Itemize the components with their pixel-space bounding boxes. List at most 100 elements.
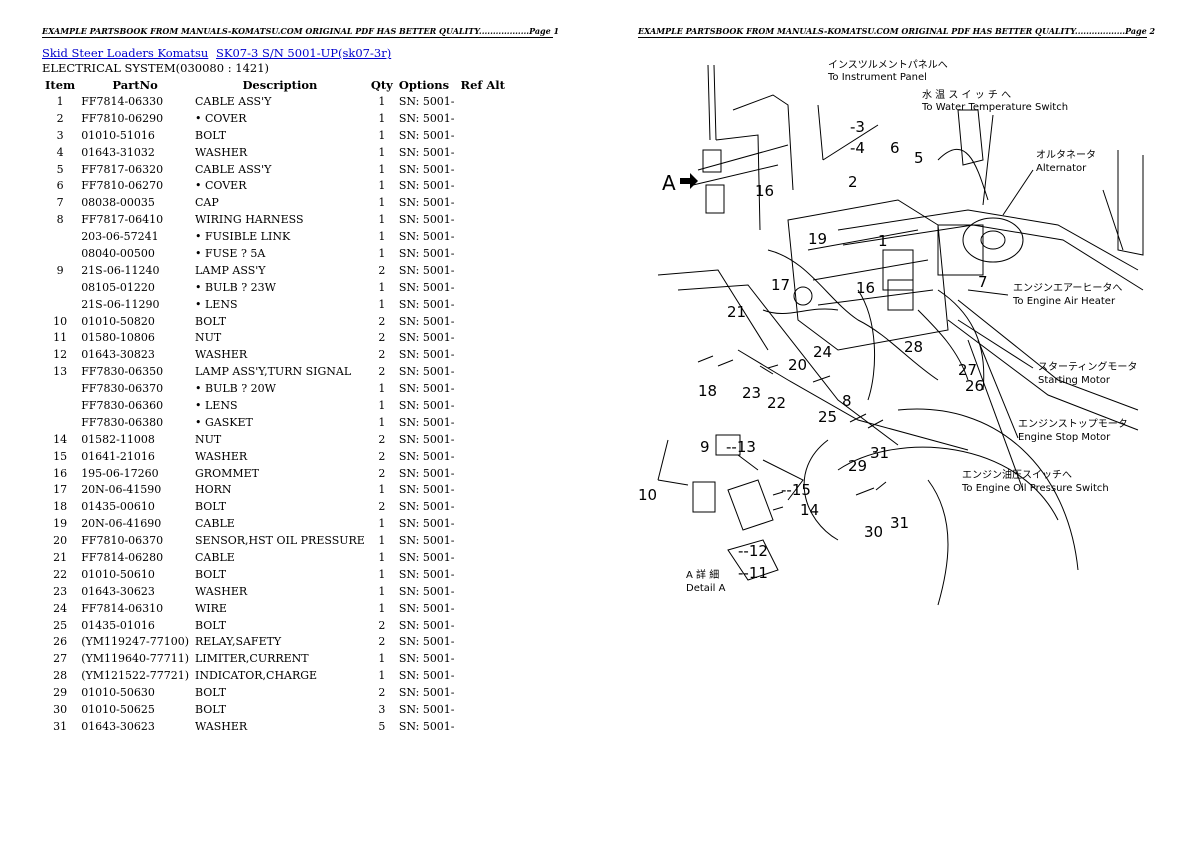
cell-item: 28 <box>53 669 68 683</box>
cell-refalt <box>458 245 509 262</box>
cell-description: CABLE ASS'Y <box>195 94 272 108</box>
cell-qty: 2 <box>378 449 386 463</box>
frame-line <box>707 64 717 141</box>
wire <box>762 308 839 314</box>
cell-item: 4 <box>56 145 64 159</box>
cell-options: SN: 5001- <box>398 213 455 227</box>
callout-number: 24 <box>813 343 832 361</box>
cell-description: BOLT <box>195 703 227 716</box>
callout-number: 26 <box>965 377 984 395</box>
cell-description: CABLE <box>195 550 235 564</box>
cell-options: SN: 5001- <box>398 483 455 497</box>
callout-number: 20 <box>788 356 807 374</box>
callout-number: 22 <box>767 394 786 412</box>
cell-partno: FF7814-06330 <box>81 94 164 108</box>
cell-item: 12 <box>53 348 68 362</box>
label-detail-jp: A 詳 細 <box>686 568 719 581</box>
bolt <box>855 481 887 496</box>
cell-refalt <box>458 127 509 144</box>
cell-description: WASHER <box>195 145 248 159</box>
cell-qty: 2 <box>378 635 386 649</box>
cell-description: • FUSE ? 5A <box>195 246 266 260</box>
cell-refalt <box>458 414 509 431</box>
col-partno: PartNo <box>112 77 158 92</box>
cell-options: SN: 5001- <box>398 297 455 311</box>
cell-qty: 1 <box>378 162 386 176</box>
page-header-left: EXAMPLE PARTSBOOK FROM MANUALS-KOMATSU.C… <box>42 26 560 38</box>
engine-block <box>787 199 949 351</box>
cell-qty: 2 <box>378 263 386 277</box>
bolt <box>849 413 884 429</box>
detail-line <box>762 459 804 501</box>
cell-options: SN: 5001- <box>398 601 455 615</box>
cell-item: 10 <box>53 314 68 328</box>
cell-description: • COVER <box>195 179 247 193</box>
callout-number: 16 <box>856 279 875 297</box>
cell-qty: 1 <box>378 601 386 615</box>
cell-options: SN: 5001- <box>398 145 455 159</box>
cell-description: BOLT <box>195 618 227 632</box>
cell-partno: 01643-31032 <box>81 145 155 159</box>
cell-description: • BULB ? 23W <box>195 280 276 294</box>
cell-description: WIRING HARNESS <box>195 213 304 227</box>
cell-options: SN: 5001- <box>398 365 455 379</box>
callout-number: 19 <box>808 230 827 248</box>
callout-number: -3 <box>850 118 865 136</box>
cell-refalt <box>458 211 509 228</box>
callout-number: 2 <box>848 173 858 191</box>
cell-refalt <box>458 397 509 414</box>
cell-options: SN: 5001- <box>398 500 455 514</box>
cell-options: SN: 5001- <box>398 719 455 733</box>
breadcrumb-link-model-family[interactable]: Skid Steer Loaders Komatsu <box>42 46 209 60</box>
cell-qty: 1 <box>378 398 386 412</box>
cell-refalt <box>458 228 509 245</box>
cell-refalt <box>458 515 509 532</box>
cell-refalt <box>458 583 509 600</box>
cell-options: SN: 5001- <box>398 196 455 210</box>
cell-options: SN: 5001- <box>398 246 455 260</box>
frame-line <box>842 224 1144 291</box>
callout-number: 28 <box>904 338 923 356</box>
cell-qty: 2 <box>378 314 386 328</box>
cell-item: 11 <box>53 331 68 345</box>
cell-item: 26 <box>53 635 68 649</box>
mirror-lamp <box>702 149 722 173</box>
cell-qty: 1 <box>378 145 386 159</box>
leader <box>977 339 1019 439</box>
bolt <box>759 364 779 375</box>
cell-item <box>42 228 78 245</box>
cell-partno: 20N-06-41690 <box>81 517 162 531</box>
cell-refalt <box>458 346 509 363</box>
detail-line <box>737 454 784 511</box>
cell-item: 20 <box>53 534 68 548</box>
frame-line <box>657 269 769 351</box>
cell-item: 18 <box>53 500 68 514</box>
cell-qty: 2 <box>378 618 386 632</box>
cell-partno: FF7817-06320 <box>81 162 164 176</box>
cell-item: 5 <box>56 162 64 176</box>
page-header-right: EXAMPLE PARTSBOOK FROM MANUALS-KOMATSU.C… <box>638 26 1156 38</box>
leader <box>817 104 824 161</box>
cell-refalt <box>458 93 509 110</box>
cell-partno: 01010-51016 <box>81 128 155 142</box>
frame-line <box>1117 150 1144 256</box>
cell-refalt <box>458 380 509 397</box>
label-oil-switch-jp: エンジン油圧スイッチへ <box>962 468 1072 481</box>
cell-item <box>42 397 78 414</box>
cell-partno: FF7830-06380 <box>81 415 164 429</box>
breadcrumb-link-model[interactable]: SK07-3 S/N 5001-UP(sk07-3r) <box>216 46 392 60</box>
cell-qty: 1 <box>378 246 386 260</box>
cell-partno: (YM121522-77721) <box>81 669 189 683</box>
cell-qty: 1 <box>378 230 386 244</box>
cell-description: WASHER <box>195 449 248 463</box>
